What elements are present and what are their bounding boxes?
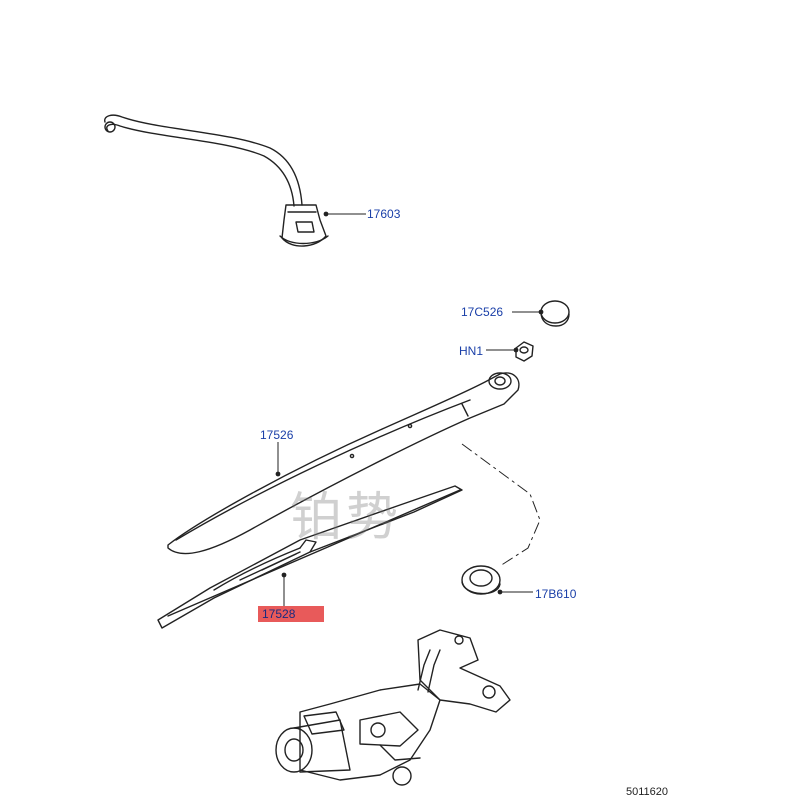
wiper-blade bbox=[157, 485, 463, 629]
wiper-motor bbox=[275, 629, 511, 786]
wiper-arm bbox=[167, 372, 520, 555]
reference-number: 5011620 bbox=[626, 786, 669, 798]
part-label-grommet: 17B610 bbox=[535, 587, 577, 601]
part-label-blade: 17528 bbox=[258, 606, 324, 622]
watermark-text: 铂势 bbox=[290, 488, 403, 548]
washer-hose bbox=[104, 114, 329, 247]
part-label-arm: 17526 bbox=[260, 428, 294, 442]
nut-part bbox=[515, 341, 534, 362]
callout-lines bbox=[277, 213, 541, 608]
grommet-part bbox=[461, 565, 501, 595]
part-label-cap: 17C526 bbox=[461, 305, 504, 319]
part-label-washer-hose: 17603 bbox=[367, 207, 401, 221]
callout-dots bbox=[275, 211, 544, 595]
part-label-nut: HN1 bbox=[459, 344, 484, 358]
cap-part bbox=[540, 300, 570, 327]
